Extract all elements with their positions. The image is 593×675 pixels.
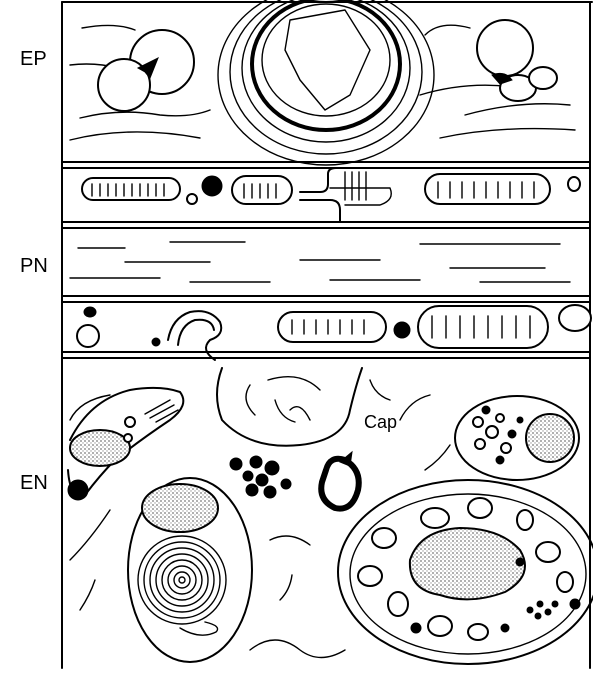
epithelial-layer <box>70 0 575 165</box>
label-epithelium: EP <box>20 48 47 71</box>
label-endoneurium: EN <box>20 472 48 495</box>
perineurial-layer <box>70 242 570 282</box>
label-capillary: Cap <box>364 412 397 433</box>
endoneurial-layer <box>68 368 593 664</box>
boundary-band-lower <box>62 296 591 360</box>
boundary-band-upper <box>62 162 590 228</box>
label-propria: PN <box>20 255 48 278</box>
